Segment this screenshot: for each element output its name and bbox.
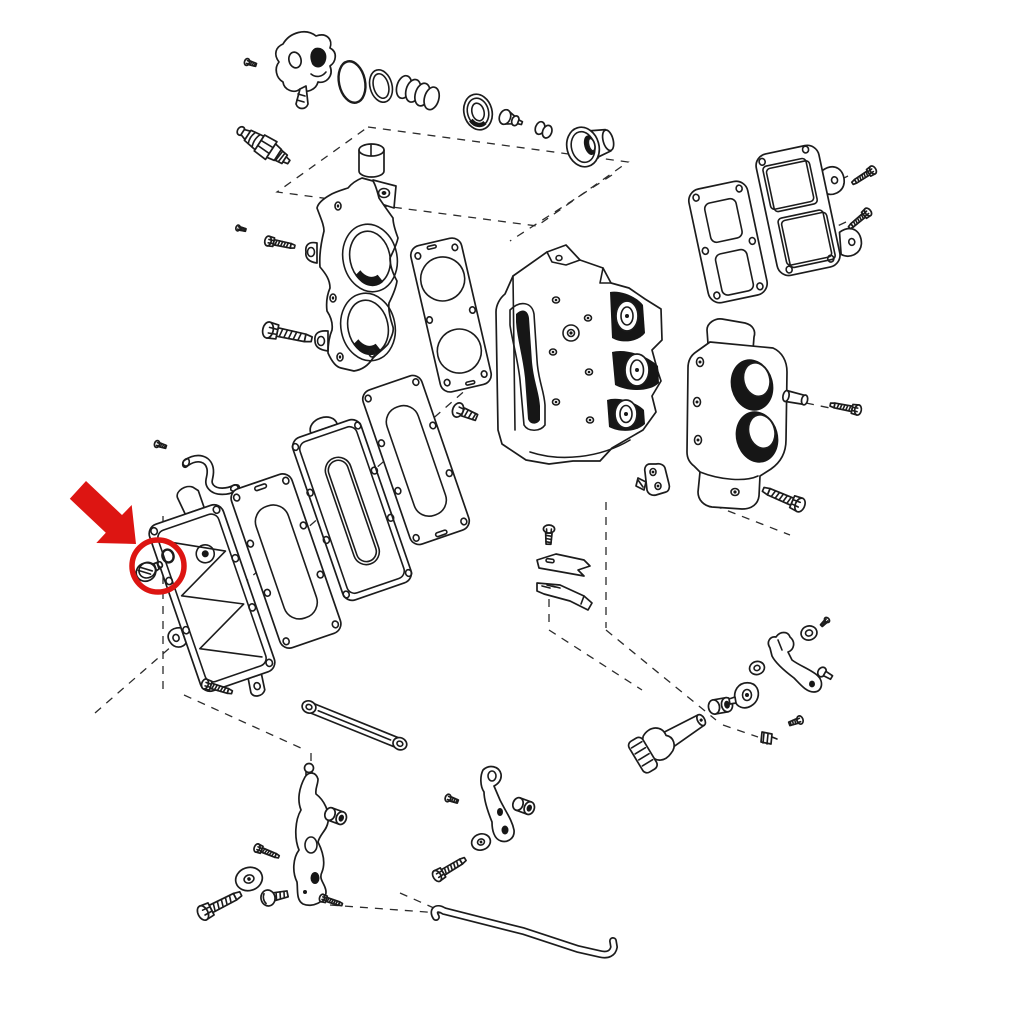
crankcase-long-bolt bbox=[759, 482, 808, 515]
thermostat-cover-screw bbox=[243, 57, 258, 69]
cylinder-block bbox=[496, 245, 662, 464]
retainer-clip bbox=[636, 478, 646, 490]
cylinder-head-gasket bbox=[409, 236, 493, 394]
pawl-washer bbox=[799, 624, 818, 642]
red-arrow bbox=[69, 481, 136, 544]
spark-plug bbox=[232, 120, 294, 171]
stud-bolt-center bbox=[542, 524, 556, 546]
exhaust-outer-gasket bbox=[228, 471, 343, 651]
head-pin bbox=[234, 224, 247, 234]
thermostat-spring bbox=[392, 72, 444, 113]
o-ring bbox=[366, 67, 396, 105]
shift-link-rod bbox=[300, 699, 408, 752]
clamp-bolt-b bbox=[318, 893, 344, 909]
throttle-shaft-arm bbox=[627, 703, 714, 775]
block-bolt-bosses bbox=[550, 297, 594, 423]
throttle-cam bbox=[729, 683, 758, 708]
valve-spring bbox=[533, 120, 554, 139]
pawl-spring-pin bbox=[818, 616, 831, 629]
pawl-pin bbox=[816, 666, 834, 682]
pawl-screw bbox=[787, 714, 805, 729]
core-plug-cup bbox=[359, 144, 384, 177]
water-bypass-hose bbox=[181, 458, 240, 493]
thermostat-cover-gasket bbox=[335, 59, 369, 105]
exhaust-inner-gasket bbox=[360, 373, 472, 547]
pressure-relief-valve bbox=[497, 108, 524, 130]
pivot-long-bolt bbox=[194, 886, 245, 923]
cover-bolt-upper bbox=[849, 164, 879, 188]
cylinder-head-cover bbox=[306, 178, 404, 371]
red-circle bbox=[132, 540, 184, 592]
head-fitting bbox=[263, 235, 297, 252]
mounting-bracket bbox=[645, 464, 670, 496]
link-bolt bbox=[430, 853, 469, 884]
link-washer bbox=[469, 831, 492, 852]
drain-plug-screw bbox=[133, 556, 166, 585]
crankcase bbox=[687, 319, 787, 509]
head-cover-bolt-holes bbox=[330, 202, 375, 361]
exhaust-inner-plate bbox=[285, 406, 415, 603]
cover-bolt-lower bbox=[845, 206, 874, 232]
exhaust-manifold-cover bbox=[754, 138, 865, 278]
head-bolt bbox=[260, 320, 315, 348]
bleed-screw bbox=[153, 439, 168, 451]
shift-connector-rod bbox=[434, 909, 614, 955]
link-screw bbox=[443, 792, 460, 806]
crankcase-bolt bbox=[828, 399, 863, 417]
thermostat bbox=[460, 91, 496, 133]
throttle-link-lever bbox=[481, 767, 514, 842]
deflector-plate-upper bbox=[537, 554, 590, 576]
starter-pawl-lever bbox=[768, 633, 821, 693]
link-bushing bbox=[510, 795, 538, 817]
cam-washer bbox=[748, 660, 766, 676]
red-arrow-shape bbox=[69, 481, 136, 544]
crankcase-dowel-pin bbox=[782, 390, 809, 406]
shaft-clip bbox=[761, 732, 777, 744]
dowel-stud bbox=[449, 400, 481, 426]
clamp-bolt-a bbox=[252, 842, 281, 862]
red-circle-shape bbox=[132, 540, 184, 592]
thermostat-cover bbox=[276, 32, 335, 109]
shift-lever-bracket bbox=[294, 764, 329, 906]
thrust-washer-disc bbox=[233, 864, 266, 894]
deflector-plate-lower bbox=[537, 583, 592, 610]
drain-plug-gasket bbox=[161, 548, 176, 564]
exhaust-manifold-gasket bbox=[687, 179, 770, 305]
thermostat-housing-cap bbox=[562, 120, 618, 171]
round-head-screw bbox=[259, 886, 289, 907]
